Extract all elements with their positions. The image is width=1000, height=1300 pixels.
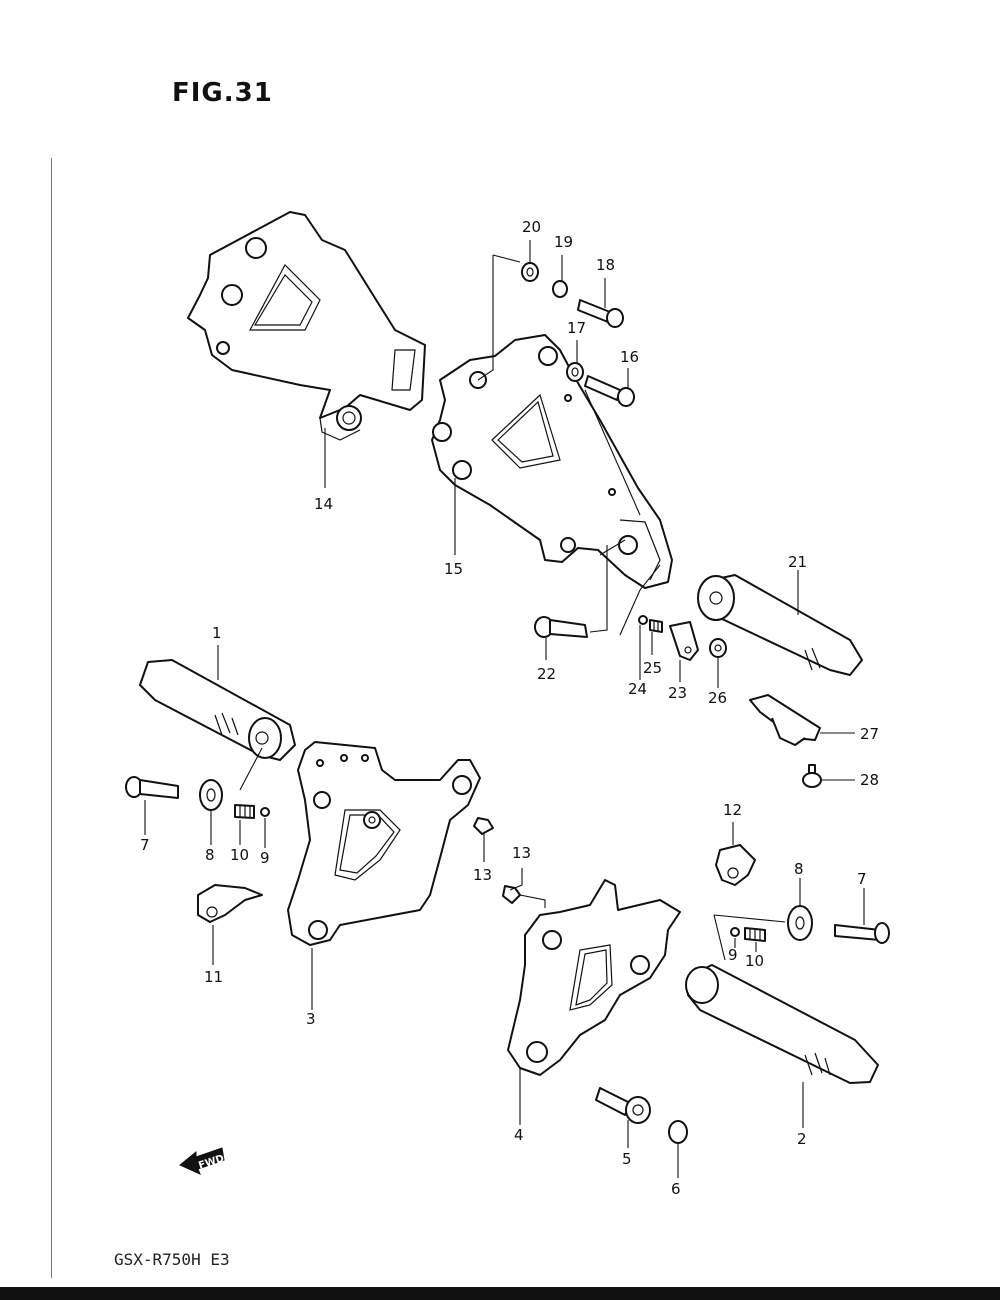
part-25-spring: [649, 619, 663, 633]
part-28-screw: [802, 764, 822, 788]
part-9-ball-left: [260, 807, 270, 817]
part-10-spring-left: [234, 804, 255, 819]
callout-numbers: 14 15 20 19 18 17 16 21 22 25 24 23 26 2…: [140, 218, 879, 1198]
callout-5: 5: [622, 1150, 632, 1168]
callout-13-lower: 13: [512, 844, 531, 862]
part-18-bolt: [577, 299, 624, 328]
part-8-washer-right: [787, 905, 813, 941]
callout-1: 1: [212, 624, 222, 642]
callout-12: 12: [723, 801, 742, 819]
part-27-plate: [749, 694, 821, 746]
callout-7-left: 7: [140, 836, 150, 854]
callout-16: 16: [620, 348, 639, 366]
part-5-bolt: [595, 1087, 651, 1124]
leader-lines: [144, 240, 865, 1178]
part-17-washer: [566, 362, 584, 382]
bottom-border: [0, 1287, 1000, 1300]
part-12-clip: [715, 844, 756, 886]
part-26-nut: [709, 638, 727, 658]
part-16-bolt: [584, 375, 635, 407]
callout-11: 11: [204, 968, 223, 986]
callout-18: 18: [596, 256, 615, 274]
part-13-circlip-lower: [502, 885, 521, 904]
part-24-ball: [638, 615, 648, 625]
callout-26: 26: [708, 689, 727, 707]
callout-27: 27: [860, 725, 879, 743]
callout-14: 14: [314, 495, 333, 513]
callout-4: 4: [514, 1126, 524, 1144]
callout-13-upper: 13: [473, 866, 492, 884]
callout-2: 2: [797, 1130, 807, 1148]
callout-8-right: 8: [794, 860, 804, 878]
part-23-plate: [669, 621, 699, 661]
part-7-bolt-right: [834, 922, 890, 944]
callout-15: 15: [444, 560, 463, 578]
part-22-bolt: [534, 616, 588, 638]
callout-19: 19: [554, 233, 573, 251]
part-4-bracket: [507, 879, 681, 1076]
part-15-bracket: [431, 334, 673, 589]
part-20-washer: [521, 262, 539, 282]
callout-25: 25: [643, 659, 662, 677]
part-19-washer: [552, 280, 568, 298]
part-10-spring-right: [744, 927, 766, 942]
part-9-ball-right: [730, 927, 740, 937]
part-2-footpeg: [685, 964, 879, 1084]
callout-28: 28: [860, 771, 879, 789]
callout-21: 21: [788, 553, 807, 571]
callout-3: 3: [306, 1010, 316, 1028]
callout-9-left: 9: [260, 849, 270, 867]
callout-23: 23: [668, 684, 687, 702]
callout-20: 20: [522, 218, 541, 236]
part-21-footpeg: [697, 574, 863, 676]
callout-22: 22: [537, 665, 556, 683]
part-6-cap: [668, 1120, 688, 1144]
callout-8-left: 8: [205, 846, 215, 864]
part-7-bolt-left: [125, 776, 179, 799]
part-11-clip: [197, 884, 263, 923]
part-14-bracket: [187, 211, 426, 441]
margin-rule: [51, 158, 52, 1278]
callout-17: 17: [567, 319, 586, 337]
callout-6: 6: [671, 1180, 681, 1198]
callout-24: 24: [628, 680, 647, 698]
part-8-washer-left: [199, 779, 223, 811]
fwd-arrow-icon: FWD: [179, 1147, 226, 1175]
part-1-footpeg: [139, 659, 296, 761]
callout-10-right: 10: [745, 952, 764, 970]
callout-9-right: 9: [728, 946, 738, 964]
model-label: GSX-R750H E3: [114, 1250, 230, 1269]
figure-title: FIG.31: [172, 78, 273, 108]
part-3-bracket: [287, 741, 481, 946]
part-13-circlip-upper: [473, 817, 494, 835]
callout-10-left: 10: [230, 846, 249, 864]
callout-7-right: 7: [857, 870, 867, 888]
